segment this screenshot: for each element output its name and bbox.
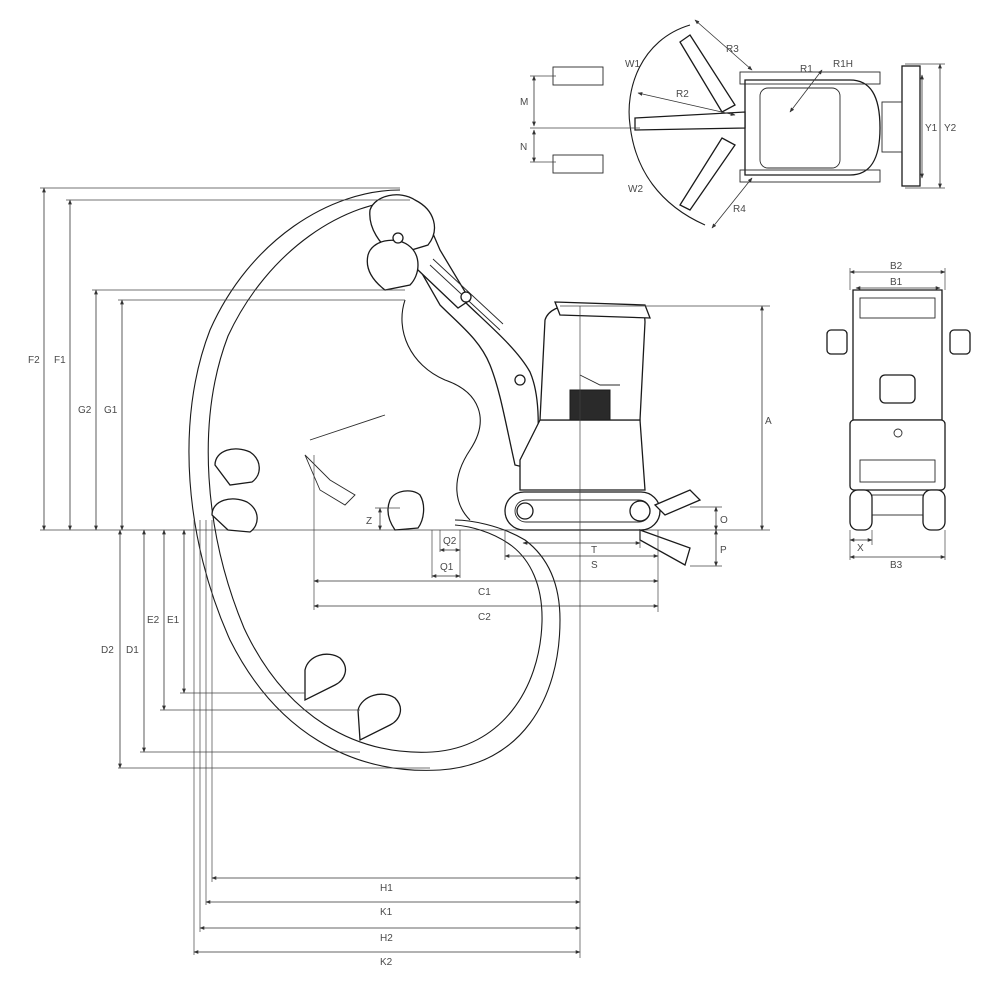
rear-seat — [879, 374, 916, 404]
top-arm-straight — [634, 111, 746, 131]
label-F1: F1 — [54, 355, 66, 366]
upper-structure — [519, 419, 646, 491]
label-F2: F2 — [28, 355, 40, 366]
length-dimensions: C1 C2 H1 K1 H2 K2 — [193, 306, 659, 968]
label-R4: R4 — [733, 204, 746, 215]
label-B3: B3 — [890, 560, 903, 571]
label-A: A — [765, 416, 772, 427]
rear-undercarriage — [871, 494, 924, 516]
seat — [569, 389, 611, 421]
bucket-positions — [211, 414, 425, 742]
rear-counterweight — [859, 459, 936, 483]
top-body — [744, 79, 881, 176]
top-blade-arm — [881, 101, 903, 153]
label-R1: R1 — [800, 64, 813, 75]
label-T: T — [591, 545, 597, 556]
label-C2: C2 — [478, 612, 491, 623]
label-B1: B1 — [890, 277, 903, 288]
rear-track-right — [922, 489, 946, 531]
label-R1H: R1H — [833, 59, 853, 70]
label-N: N — [520, 142, 527, 153]
pin — [392, 232, 404, 244]
label-H2: H2 — [380, 933, 393, 944]
label-D1: D1 — [126, 645, 139, 656]
digging-envelope-inner — [207, 199, 543, 753]
reach-inner-curve — [401, 299, 481, 521]
crawler-track — [504, 491, 661, 531]
depth-dimensions: D2 D1 E2 E1 — [101, 529, 430, 769]
label-S: S — [591, 560, 598, 571]
label-K2: K2 — [380, 957, 393, 968]
label-R3: R3 — [726, 44, 739, 55]
rear-mirror-right — [949, 329, 971, 355]
label-W2: W2 — [628, 184, 643, 195]
rear-view: B2 B1 B3 X — [826, 261, 971, 571]
swing-arc — [628, 24, 706, 226]
rear-body — [849, 419, 946, 491]
bucket-top-2 — [366, 239, 419, 291]
idler — [516, 502, 534, 520]
label-G2: G2 — [78, 405, 92, 416]
digging-envelope-outer — [188, 189, 561, 771]
top-bucket-lower — [552, 154, 604, 174]
height-dimensions: F2 F1 G2 G1 A — [28, 187, 772, 531]
cab-roof — [554, 301, 651, 319]
top-bucket-upper — [552, 66, 604, 86]
rear-roof — [859, 297, 936, 319]
label-R2: R2 — [676, 89, 689, 100]
label-P: P — [720, 545, 727, 556]
boom — [419, 261, 539, 471]
label-E1: E1 — [167, 615, 180, 626]
bucket-top — [369, 194, 436, 256]
top-view: M N R2 R3 R4 R1 R1H W1 W2 Y1 Y2 — [520, 19, 957, 229]
top-blade — [901, 65, 921, 187]
rear-track-left — [849, 489, 873, 531]
sprocket — [629, 500, 651, 522]
rear-light — [893, 428, 903, 438]
rear-mirror-left — [826, 329, 848, 355]
dozer-blade — [653, 489, 702, 516]
label-X: X — [857, 543, 864, 554]
top-arm-right — [679, 137, 736, 211]
label-Q1: Q1 — [440, 562, 454, 573]
label-K1: K1 — [380, 907, 393, 918]
label-Q2: Q2 — [443, 536, 457, 547]
label-Y2: Y2 — [944, 123, 957, 134]
dozer-blade-lowered — [639, 529, 691, 566]
label-C1: C1 — [478, 587, 491, 598]
label-W1: W1 — [625, 59, 640, 70]
label-D2: D2 — [101, 645, 114, 656]
control-lever — [579, 374, 620, 386]
label-H1: H1 — [380, 883, 393, 894]
label-O: O — [720, 515, 728, 526]
pin — [460, 291, 472, 303]
label-B2: B2 — [890, 261, 903, 272]
label-Z: Z — [366, 516, 372, 527]
pin — [514, 374, 526, 386]
top-tracks-2 — [739, 169, 881, 183]
label-Y1: Y1 — [925, 123, 938, 134]
label-G1: G1 — [104, 405, 118, 416]
label-E2: E2 — [147, 615, 160, 626]
ground-dimensions: Z Q2 Q1 T S O P — [366, 506, 728, 578]
label-M: M — [520, 97, 528, 108]
side-view: F2 F1 G2 G1 A D2 D1 E2 E1 — [28, 187, 772, 968]
